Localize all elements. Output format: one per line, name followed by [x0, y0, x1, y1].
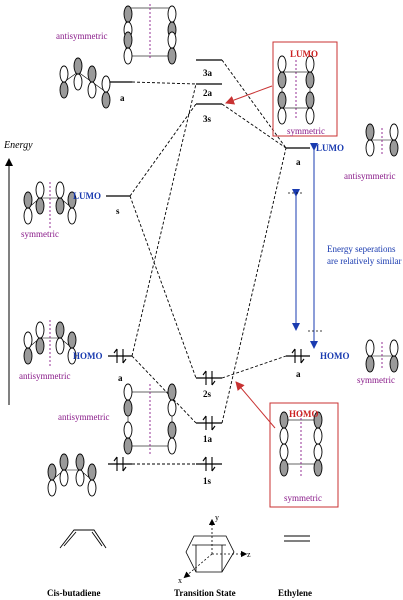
p-orbital-lobes-icon — [59, 57, 111, 109]
column-right-label: Ethylene — [278, 588, 312, 598]
electron-pair-arrows-icon — [202, 415, 216, 431]
homo-arrow — [235, 381, 276, 429]
electron-pair-arrows-icon — [113, 456, 127, 472]
eth-lumo-label: LUMO — [316, 143, 344, 153]
p-orbital-lobes-icon — [23, 181, 77, 228]
box-homo-title: HOMO — [289, 409, 319, 419]
level-bd-a-homo-label: a — [118, 373, 123, 383]
ts-structure-sketch — [183, 518, 248, 579]
energy-axis: Energy — [3, 140, 33, 405]
axis-x-label: x — [178, 576, 182, 585]
p-orbital-lobes-icon — [23, 320, 77, 368]
sym-top-label: antisymmetric — [56, 31, 108, 41]
level-ts-1a-label: 1a — [203, 434, 213, 444]
sym-eth-lumo-label: antisymmetric — [344, 171, 396, 181]
box-lumo-sym: symmetric — [287, 126, 325, 136]
p-orbital-lobes-icon — [277, 55, 315, 125]
sym-bd-lumo-label: symmetric — [21, 229, 59, 239]
sym-ts-1a-label: antisymmetric — [58, 412, 110, 422]
electron-pair-arrows-icon — [113, 348, 127, 364]
level-bd-s-label: s — [116, 206, 120, 216]
sym-bd-homo-label: antisymmetric — [19, 371, 71, 381]
p-orbital-lobes-icon — [279, 410, 323, 477]
electron-pair-arrows-icon — [202, 456, 216, 472]
axis-y-label: y — [215, 513, 219, 522]
level-bd-a-top-label: a — [120, 93, 125, 103]
text-labels: antisymmetric symmetric antisymmetric an… — [19, 31, 401, 598]
p-orbital-lobes-icon — [365, 123, 399, 157]
level-ts-2a-label: 2a — [203, 88, 213, 98]
electron-pairs — [113, 348, 305, 472]
orbital-pictures — [23, 4, 399, 497]
homo-highlight-box — [269, 402, 339, 508]
sym-eth-homo-label: symmetric — [357, 375, 395, 385]
axis-z-label: z — [247, 550, 251, 559]
note-line-2: are relatively similar — [327, 256, 401, 266]
level-eth-a-lumo-label: a — [296, 157, 301, 167]
level-ts-1s-label: 1s — [203, 476, 212, 486]
box-homo-sym: symmetric — [284, 493, 322, 503]
box-lumo-title: LUMO — [290, 49, 318, 59]
energy-axis-label: Energy — [3, 140, 33, 151]
level-ts-3a-label: 3a — [203, 68, 213, 78]
level-ts-2s-label: 2s — [203, 389, 212, 399]
correlation-lines — [129, 59, 287, 465]
level-ts-3s-label: 3s — [203, 114, 212, 124]
electron-pair-arrows-icon — [202, 370, 216, 386]
note-line-1: Energy seperations — [327, 244, 396, 254]
level-eth-a-homo-label: a — [296, 369, 301, 379]
eth-homo-label: HOMO — [320, 351, 350, 361]
energy-separation-arrows — [288, 143, 322, 349]
lumo-arrow — [225, 85, 273, 105]
column-middle-label: Transition State — [174, 588, 236, 598]
bd-lumo-label: LUMO — [73, 191, 101, 201]
p-orbital-lobes-icon — [123, 4, 177, 65]
column-left-label: Cis-butadiene — [47, 588, 101, 598]
p-orbital-lobes-icon — [123, 383, 177, 455]
bd-homo-label: HOMO — [73, 351, 103, 361]
cis-butadiene-structure — [59, 529, 107, 549]
electron-pair-arrows-icon — [291, 348, 305, 364]
energy-levels — [106, 59, 310, 465]
lumo-highlight-box — [272, 41, 338, 137]
p-orbital-lobes-icon — [47, 453, 97, 497]
ethylene-structure — [284, 535, 310, 542]
p-orbital-lobes-icon — [365, 339, 399, 373]
